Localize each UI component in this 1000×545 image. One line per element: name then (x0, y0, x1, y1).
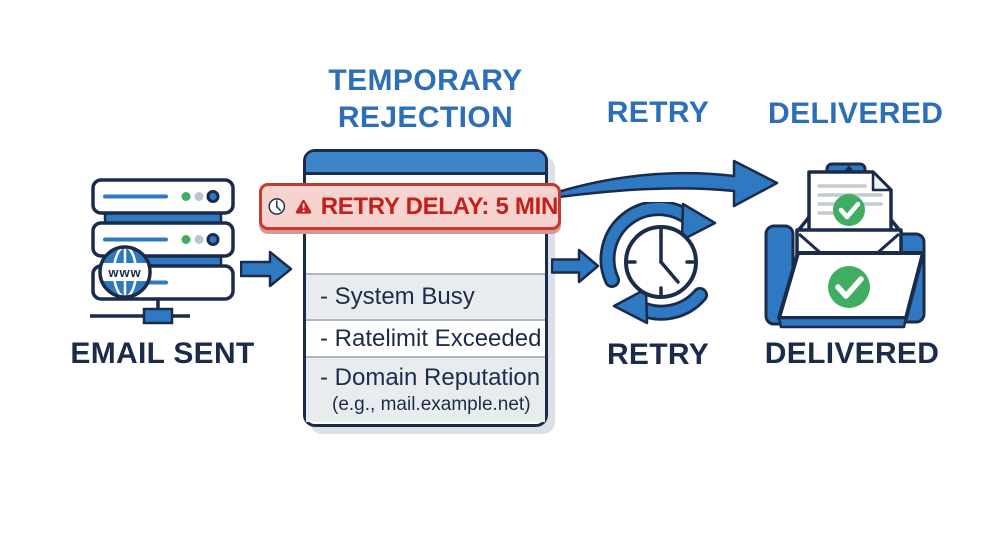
reason-text: - System Busy (320, 283, 475, 310)
reason-row-domain-reputation: - Domain Reputation (e.g., mail.example.… (306, 356, 545, 422)
rejection-reason-list: - System Busy - Ratelimit Exceeded - Dom… (306, 273, 545, 422)
arrow-rejection-to-delivered-icon (556, 159, 779, 208)
retry-delay-banner: RETRY DELAY: 5 MIN (259, 183, 561, 230)
mail-server-icon: www (90, 178, 235, 325)
delivered-heading: DELIVERED (768, 97, 944, 130)
retry-clock-icon (599, 202, 717, 325)
retry-delay-text: RETRY DELAY: 5 MIN (320, 192, 559, 220)
reason-text: - Domain Reputation (320, 364, 541, 391)
reason-row-system-busy: - System Busy (306, 273, 545, 319)
retry-label: RETRY (606, 338, 710, 371)
check-icon-small (833, 194, 865, 226)
rejection-heading-line1: TEMPORARY (328, 64, 523, 97)
arrow-card-to-retry-icon (551, 248, 600, 284)
reason-row-ratelimit: - Ratelimit Exceeded (306, 319, 545, 356)
check-icon-large (828, 266, 870, 308)
arrow-server-to-card-icon (240, 250, 293, 288)
email-sent-label: EMAIL SENT (70, 337, 255, 370)
warning-triangle-icon (295, 200, 311, 214)
clock-icon (268, 198, 286, 215)
delivered-label: DELIVERED (764, 337, 940, 370)
retry-heading: RETRY (606, 96, 710, 129)
svg-text:www: www (107, 265, 141, 280)
rejection-card-header-band (306, 152, 545, 175)
refresh-arrows (599, 202, 717, 325)
reason-subtext: (e.g., mail.example.net) (332, 394, 531, 415)
server-status-leds (181, 190, 220, 246)
delivered-folder-icon (764, 162, 926, 329)
rejection-heading-line2: REJECTION (337, 101, 514, 134)
www-globe-icon: www (98, 245, 152, 299)
rejection-heading: TEMPORARY REJECTION (303, 62, 548, 136)
reason-text: - Ratelimit Exceeded (320, 324, 542, 352)
